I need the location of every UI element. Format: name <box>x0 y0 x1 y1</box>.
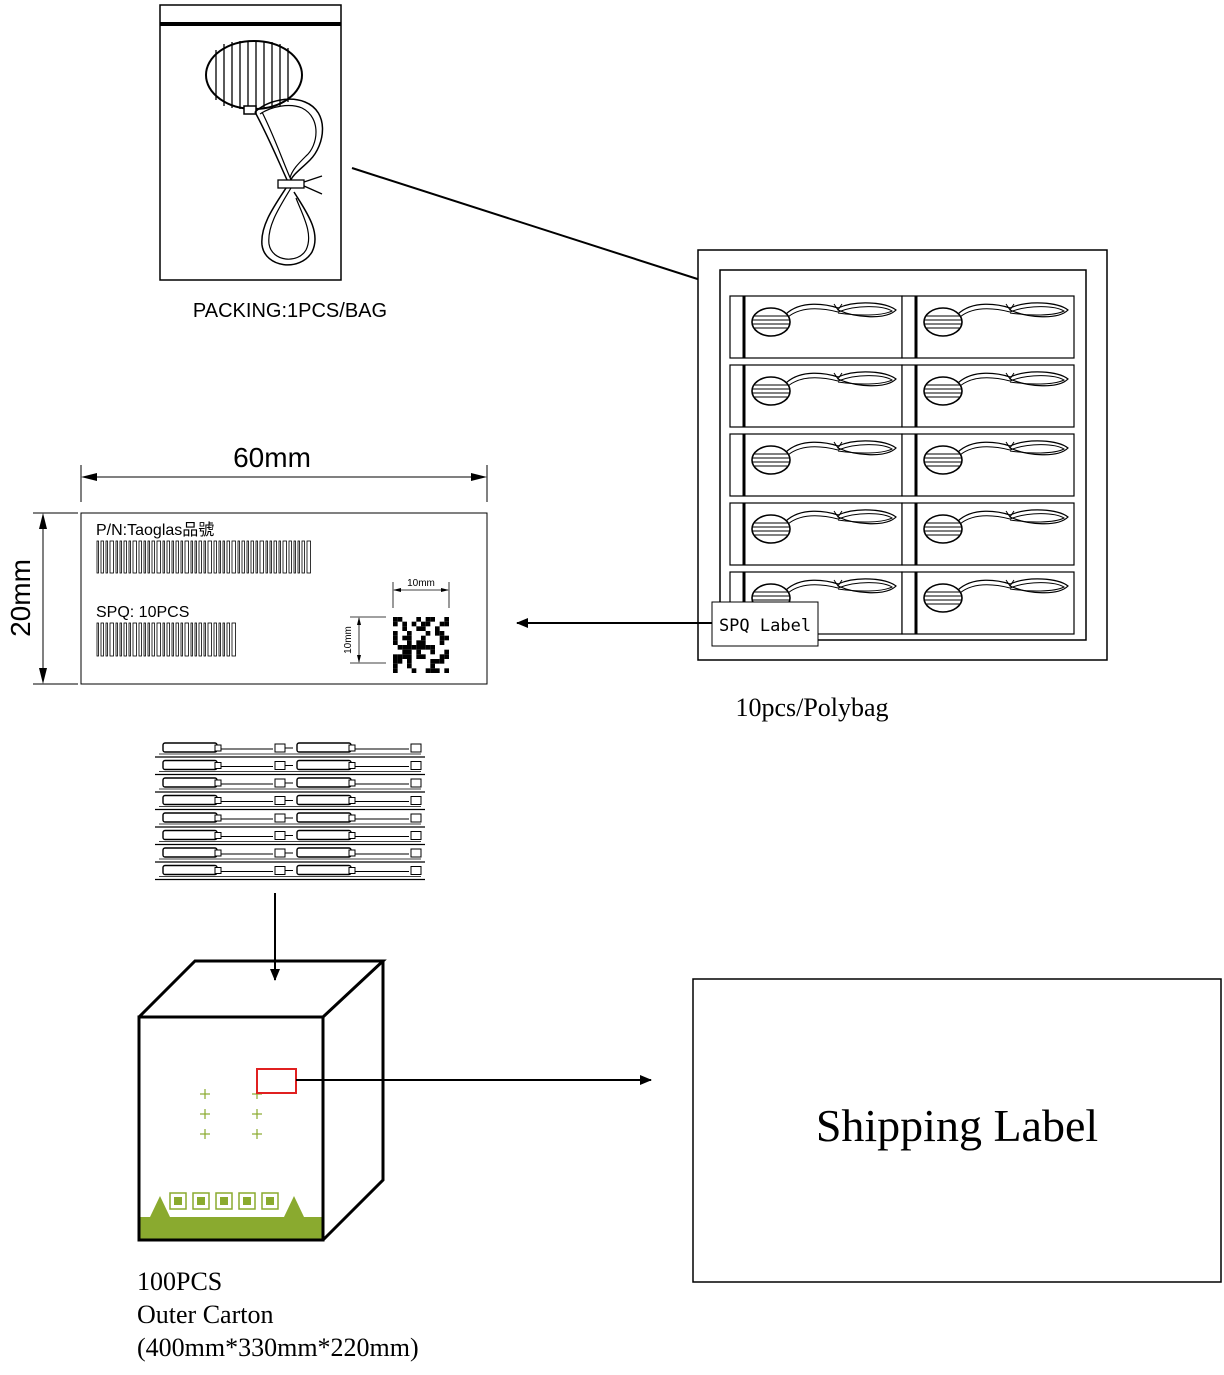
handle-with-care-icon <box>238 1192 256 1210</box>
registration-mark <box>200 1089 210 1099</box>
carton-caption-size: (400mm*330mm*220mm) <box>137 1333 419 1362</box>
polybag-illustration <box>697 249 1108 661</box>
check-icon <box>261 1192 279 1210</box>
label-height-dimension: 20mm <box>5 559 36 637</box>
arrow-bag-to-polybag <box>351 167 739 294</box>
registration-mark <box>252 1129 262 1139</box>
label-part-number: P/N:Taoglas品號 <box>96 521 214 539</box>
stacked-polybag <box>154 829 426 846</box>
bagged-antenna <box>901 502 1075 566</box>
spq-label-tag: SPQ Label <box>711 601 819 647</box>
stacked-polybag <box>154 777 426 793</box>
bagged-antenna <box>729 295 903 359</box>
single-bag-illustration <box>159 4 342 281</box>
qr-height-dimension: 10mm <box>343 626 354 654</box>
bagged-antenna <box>729 502 903 566</box>
stacked-polybag <box>154 847 426 863</box>
stacked-polybag <box>154 759 426 776</box>
bagged-antenna <box>901 364 1075 428</box>
label-width-dimension: 60mm <box>233 442 311 473</box>
stacked-polybag <box>154 742 426 758</box>
outer-carton-illustration <box>137 959 387 1242</box>
bagged-antenna <box>901 433 1075 497</box>
qr-code <box>393 617 449 673</box>
part-number-barcode <box>96 540 311 574</box>
keep-dry-icon <box>192 1192 210 1210</box>
quantity-barcode <box>96 622 236 657</box>
single-bag-caption: PACKING:1PCS/BAG <box>193 300 387 322</box>
label-spq-quantity: SPQ: 10PCS <box>96 604 189 621</box>
spq-label-tag-text: SPQ Label <box>719 616 811 636</box>
shipping-label-position <box>256 1068 297 1094</box>
fragile-icon <box>169 1192 187 1210</box>
this-way-up-icon <box>215 1192 233 1210</box>
spq-label-drawing: 60mm 20mm P/N:Taoglas品號 SPQ: 10PCS 10mm … <box>5 442 488 685</box>
registration-mark <box>200 1109 210 1119</box>
bagged-antenna <box>729 433 903 497</box>
shipping-label-text: Shipping Label <box>816 1100 1098 1151</box>
stacked-polybag <box>154 864 426 881</box>
registration-mark <box>200 1129 210 1139</box>
bagged-antenna <box>901 295 1075 359</box>
bagged-antenna <box>729 364 903 428</box>
polybag-caption: 10pcs/Polybag <box>735 693 888 722</box>
carton-caption-quantity: 100PCS <box>137 1267 222 1296</box>
shipping-label-box: Shipping Label <box>692 978 1222 1283</box>
bagged-antenna <box>901 571 1075 635</box>
carton-caption-type: Outer Carton <box>137 1300 273 1329</box>
registration-mark <box>252 1109 262 1119</box>
qr-width-dimension: 10mm <box>407 578 435 589</box>
stacked-polybag <box>154 812 426 828</box>
stacked-polybag <box>154 794 426 811</box>
polybag-stack-illustration <box>154 742 426 881</box>
